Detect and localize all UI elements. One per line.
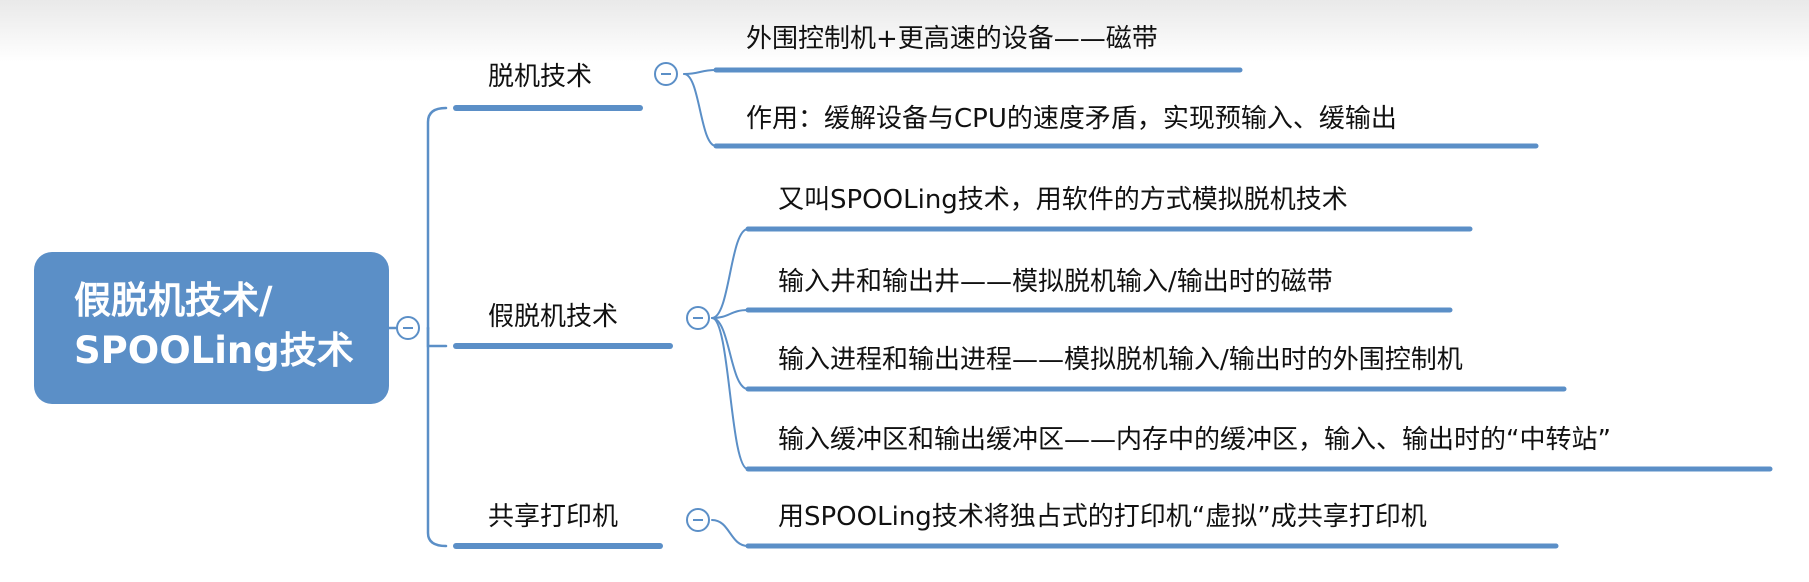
- root-node[interactable]: 假脱机技术/ SPOOLing技术: [34, 252, 389, 404]
- window-top-bar: [0, 0, 1809, 62]
- leaf-spooling-4[interactable]: 输入缓冲区和输出缓冲区——内存中的缓冲区，输入、输出时的“中转站”: [778, 425, 1611, 455]
- branch-label-offline[interactable]: 脱机技术: [488, 62, 593, 92]
- leaf-spooling-1[interactable]: 又叫SPOOLing技术，用软件的方式模拟脱机技术: [778, 185, 1348, 215]
- leaf-spooling-2[interactable]: 输入井和输出井——模拟脱机输入/输出时的磁带: [778, 267, 1333, 297]
- branch-label-shared-printer[interactable]: 共享打印机: [488, 502, 619, 532]
- leaf-printer-1[interactable]: 用SPOOLing技术将独占式的打印机“虚拟”成共享打印机: [778, 502, 1427, 532]
- leaf-offline-2[interactable]: 作用：缓解设备与CPU的速度矛盾，实现预输入、缓输出: [746, 104, 1397, 134]
- branch-printer-collapse-icon[interactable]: [686, 508, 710, 532]
- root-collapse-icon[interactable]: [396, 316, 420, 340]
- branch-label-spooling[interactable]: 假脱机技术: [488, 302, 619, 332]
- branch-spooling-collapse-icon[interactable]: [686, 306, 710, 330]
- branch-offline-collapse-icon[interactable]: [654, 62, 678, 86]
- leaf-spooling-3[interactable]: 输入进程和输出进程——模拟脱机输入/输出时的外围控制机: [778, 345, 1463, 375]
- leaf-offline-1[interactable]: 外围控制机+更高速的设备——磁带: [746, 24, 1158, 54]
- root-title-line-2: SPOOLing技术: [74, 329, 354, 372]
- root-title-line-1: 假脱机技术/: [74, 279, 273, 322]
